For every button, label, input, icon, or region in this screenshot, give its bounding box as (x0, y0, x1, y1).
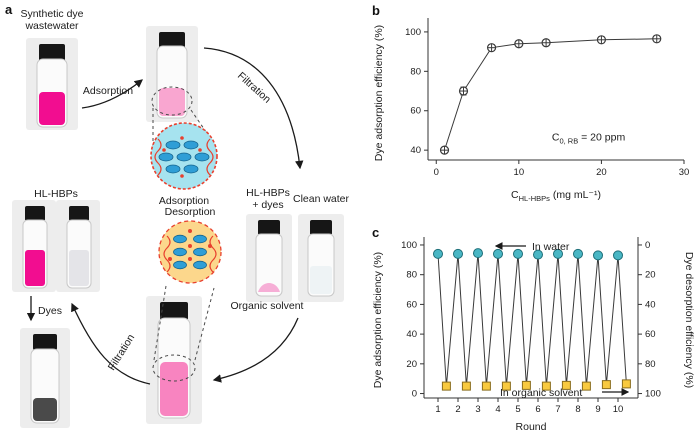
desorption-mechanism-circle (158, 220, 222, 284)
hl-hbps-dyes-label-line1: HL-HBPs (246, 187, 290, 199)
panel-b-label: b (372, 3, 380, 18)
organic-solvent-arrow (212, 317, 299, 383)
clean-water-vial (298, 214, 344, 302)
filtration-bottom-label: Filtration (106, 332, 138, 373)
dyes-vial (20, 328, 70, 428)
adsorption-point (513, 248, 523, 259)
svg-text:40: 40 (645, 299, 656, 310)
adsorption-point (533, 249, 543, 260)
svg-text:3: 3 (475, 404, 480, 415)
adsorption-point (593, 250, 603, 261)
svg-text:6: 6 (535, 404, 540, 415)
zoom-ellipse-desorption (152, 354, 196, 382)
desorption-point (481, 381, 491, 391)
adsorption-vial (146, 26, 214, 148)
panel-b-series (439, 34, 662, 155)
clean-water-label: Clean water (293, 193, 350, 205)
panel-a-label: a (5, 2, 13, 17)
dyes-label: Dyes (38, 305, 62, 317)
svg-text:100: 100 (645, 389, 661, 400)
svg-text:5: 5 (515, 404, 520, 415)
svg-text:0: 0 (412, 389, 417, 400)
adsorption-circle-label: Adsorption (159, 195, 209, 207)
svg-text:30: 30 (679, 167, 690, 178)
svg-text:20: 20 (645, 270, 656, 281)
svg-text:9: 9 (595, 404, 600, 415)
adsorption-point (473, 248, 483, 259)
adsorption-efficiency-chart: 0 10 20 30 40 60 80 100 Dye adsorption efficienc… (373, 18, 689, 203)
in-organic-solvent-annotation: In organic solvent (500, 387, 582, 399)
desorption-point (441, 381, 451, 391)
wastewater-vial (26, 38, 78, 130)
desorption-circle-label: Desorption (165, 206, 216, 218)
svg-text:10: 10 (613, 404, 624, 415)
svg-text:60: 60 (406, 299, 417, 310)
svg-text:0: 0 (645, 240, 650, 251)
svg-text:100: 100 (405, 27, 421, 38)
process-diagram: Synthetic dye wastewater Adsorption Filt… (12, 8, 350, 428)
adsorption-point (433, 248, 443, 259)
svg-text:20: 20 (596, 167, 607, 178)
hl-hbps-label: HL-HBPs (34, 188, 78, 200)
panel-c-ylabel-left: Dye adsorption efficiency (%) (372, 252, 384, 388)
adsorption-arrow (81, 79, 143, 109)
svg-text:80: 80 (406, 270, 417, 281)
panel-c-series (433, 248, 631, 391)
adsorption-point (553, 248, 563, 259)
desorption-point (501, 381, 511, 391)
filtration-bottom-arrow (71, 302, 151, 385)
panel-b-ylabel: Dye adsorption efficiency (%) (373, 25, 385, 161)
svg-text:7: 7 (555, 404, 560, 415)
desorption-point (561, 380, 571, 390)
desorption-point (601, 380, 611, 390)
desorption-vial (146, 285, 215, 424)
hl-hbps-vial-pink (12, 200, 56, 292)
adsorption-point (493, 248, 503, 259)
svg-text:1: 1 (435, 404, 440, 415)
desorption-point (581, 381, 591, 391)
synthetic-dye-caption-line2: wastewater (24, 20, 79, 32)
desorption-point (621, 379, 631, 389)
svg-text:10: 10 (514, 167, 525, 178)
desorption-point (461, 381, 471, 391)
adsorption-mechanism-circle (150, 122, 218, 190)
filtration-top-label: Filtration (235, 70, 273, 106)
filtration-top-arrow (203, 47, 304, 170)
organic-solvent-label: Organic solvent (231, 300, 304, 312)
panel-c-label: c (372, 225, 380, 240)
svg-text:60: 60 (410, 106, 421, 117)
svg-text:8: 8 (575, 404, 580, 415)
panel-b-axes: 0 10 20 30 40 60 80 100 (405, 18, 689, 178)
panel-b-xlabel: CHL-HBPs (mg mL⁻¹) (511, 189, 601, 203)
adsorption-point (453, 248, 463, 259)
svg-text:0: 0 (434, 167, 439, 178)
synthetic-dye-caption-line1: Synthetic dye (20, 8, 83, 20)
desorption-point (541, 381, 551, 391)
panel-c-ylabel-right: Dye desorption efficiency (%) (683, 252, 695, 388)
svg-text:60: 60 (645, 329, 656, 340)
adsorption-point (613, 250, 623, 261)
svg-text:4: 4 (495, 404, 500, 415)
svg-text:80: 80 (410, 66, 421, 77)
desorption-point (521, 380, 531, 390)
adsorption-point (573, 248, 583, 259)
hl-hbps-dyes-label-line2: + dyes (252, 199, 283, 211)
svg-text:20: 20 (406, 359, 417, 370)
zoom-ellipse-adsorption (151, 86, 193, 116)
panel-b-annotation: C0, RB = 20 ppm (552, 131, 626, 145)
panel-c-xlabel: Round (516, 421, 547, 433)
hl-hbps-vial-clear (56, 200, 100, 292)
in-water-annotation: In water (532, 241, 570, 253)
svg-text:80: 80 (645, 359, 656, 370)
svg-text:40: 40 (406, 329, 417, 340)
svg-text:100: 100 (401, 240, 417, 251)
svg-text:40: 40 (410, 145, 421, 156)
svg-text:2: 2 (455, 404, 460, 415)
hl-hbps-dyes-vial (246, 214, 292, 302)
